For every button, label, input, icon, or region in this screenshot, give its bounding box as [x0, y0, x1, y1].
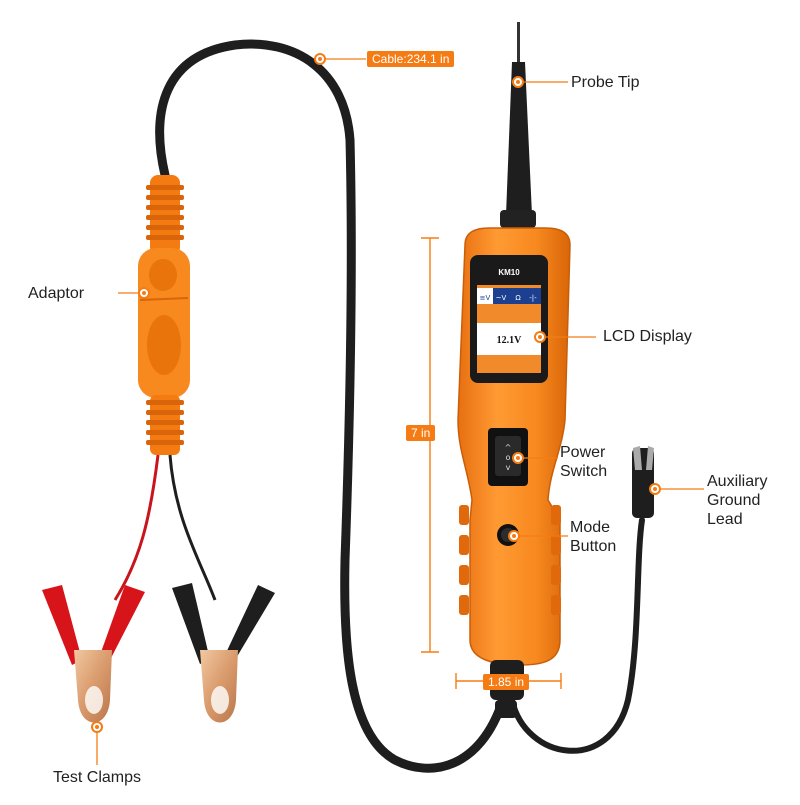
cable-length-tag: Cable:234.1 in — [367, 51, 455, 67]
switch-up-arrow: ^ — [505, 443, 512, 452]
main-cable — [155, 39, 508, 773]
height-tag: 7 in — [406, 425, 436, 441]
aux-line-1: Auxiliary — [707, 473, 768, 490]
mode-button-label: Mode Button — [570, 518, 616, 556]
screen-icon-ac: ~V — [496, 294, 507, 302]
black-test-clamp — [172, 583, 275, 723]
height-dimension — [421, 237, 439, 653]
power-switch-label: Power Switch — [560, 443, 607, 481]
model-label: KM10 — [498, 268, 520, 277]
screen-icon-dc: ≡V — [480, 294, 491, 302]
red-test-clamp — [42, 585, 145, 723]
switch-down-arrow: v — [506, 463, 511, 472]
mode-button-line-2: Button — [570, 538, 617, 555]
red-wire — [113, 454, 160, 601]
lcd-display-label: LCD Display — [603, 328, 692, 345]
adaptor — [138, 175, 190, 455]
mode-button-line-1: Mode — [570, 519, 611, 536]
screen-icon-ohm: Ω — [515, 294, 521, 302]
power-switch-line-2: Switch — [560, 463, 608, 480]
ground-lead-cable — [509, 517, 645, 754]
probe-tip — [500, 22, 536, 228]
aux-line-2: Ground — [707, 492, 761, 509]
auxiliary-ground-lead-label: Auxiliary Ground Lead — [707, 472, 767, 529]
screen-reading: 12.1V — [497, 335, 523, 346]
test-clamps-label: Test Clamps — [53, 769, 142, 786]
aux-line-3: Lead — [707, 511, 743, 528]
switch-circle: o — [506, 453, 511, 462]
screen-icon-diode: -|- — [529, 294, 537, 302]
adaptor-label: Adaptor — [28, 285, 85, 302]
width-tag: 1.85 in — [483, 674, 530, 690]
probe-tip-label: Probe Tip — [571, 74, 640, 91]
tester-body — [457, 227, 571, 718]
power-switch-line-1: Power — [560, 444, 606, 461]
black-wire — [168, 454, 217, 601]
auxiliary-ground-clip — [632, 446, 654, 518]
